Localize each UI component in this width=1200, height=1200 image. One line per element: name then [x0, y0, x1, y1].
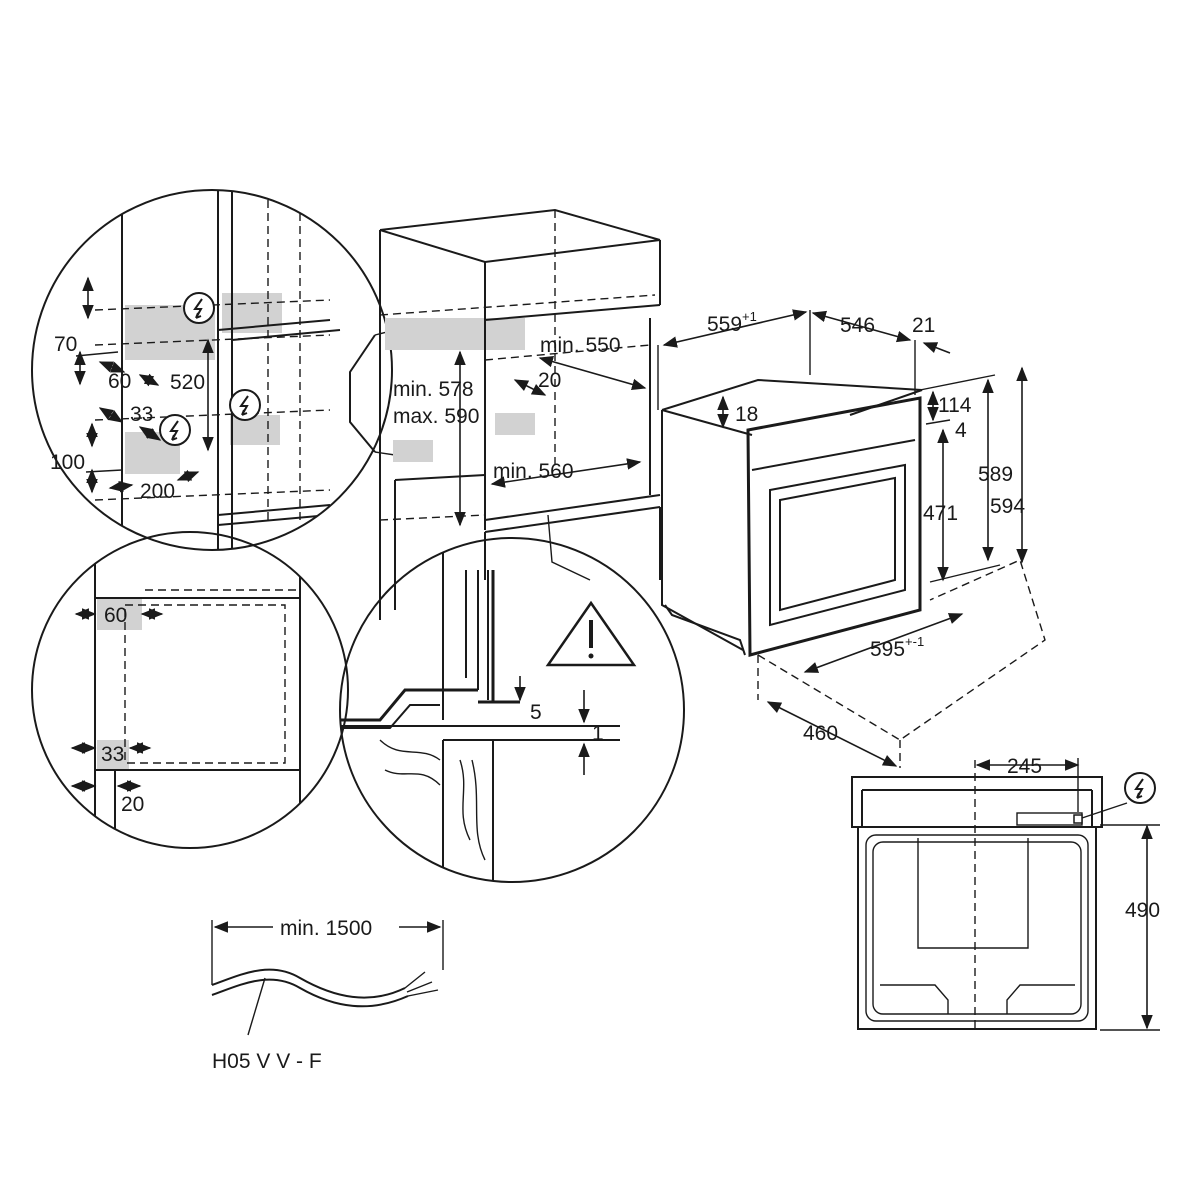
dim-label: 20 — [538, 369, 561, 392]
dim-label: 594 — [990, 495, 1025, 518]
electrical-connection-icon — [159, 414, 191, 446]
dim-label: 33 — [130, 403, 153, 426]
dim-label: 471 — [923, 502, 958, 525]
dim-label: 60 — [108, 370, 131, 393]
electrical-connection-icon — [229, 389, 261, 421]
dim-label: 589 — [978, 463, 1013, 486]
dim-label: 1 — [592, 722, 604, 745]
dim-label: 490 — [1125, 899, 1160, 922]
dim-label: 114 — [938, 394, 972, 417]
dim-label: 200 — [140, 480, 175, 503]
detail-circle-floor: 5 1 — [339, 537, 685, 883]
electrical-connection-icon — [1124, 772, 1156, 804]
dim-label: 33 — [101, 743, 124, 766]
dim-label: min. 550 — [540, 334, 621, 357]
dim-label: min. 1500 — [280, 917, 372, 940]
dim-label: 20 — [121, 793, 144, 816]
cable-type-label: H05 V V - F — [212, 1050, 322, 1073]
oven-perspective: 559+1 546 21 18 114 4 589 594 471 595+-1… — [657, 309, 1046, 768]
dim-label: min. 560 — [493, 460, 574, 483]
dim-label: 595+-1 — [870, 634, 924, 661]
warning-triangle-icon — [545, 600, 637, 667]
callout-pointer — [547, 514, 591, 581]
dim-label: max. 590 — [393, 405, 479, 428]
dim-label: 4 — [955, 419, 967, 442]
dim-label: 60 — [104, 604, 127, 627]
dim-label: 100 — [50, 451, 85, 474]
dim-label: 21 — [912, 314, 935, 337]
dim-label: 520 — [170, 371, 205, 394]
oven-front-view: 245 490 — [851, 755, 1160, 1031]
dim-label: 245 — [1007, 755, 1042, 778]
dim-label: 546 — [840, 314, 875, 337]
dim-label: 460 — [803, 722, 838, 745]
dim-label: min. 578 — [393, 378, 474, 401]
detail-circle-upper: 70 60 520 33 100 200 — [31, 189, 393, 551]
dim-label: 18 — [735, 403, 758, 426]
callout-pointer — [349, 334, 376, 453]
electrical-connection-icon — [183, 292, 215, 324]
cabinet-niche: min. 578 max. 590 min. 550 20 min. 560 — [379, 208, 661, 620]
dim-label: 559+1 — [707, 309, 757, 336]
power-cable: min. 1500 H05 V V - F — [211, 912, 444, 1073]
dim-label: 70 — [54, 333, 77, 356]
dim-label: 5 — [530, 701, 542, 724]
detail-circle-lower: 60 33 20 — [31, 531, 349, 849]
